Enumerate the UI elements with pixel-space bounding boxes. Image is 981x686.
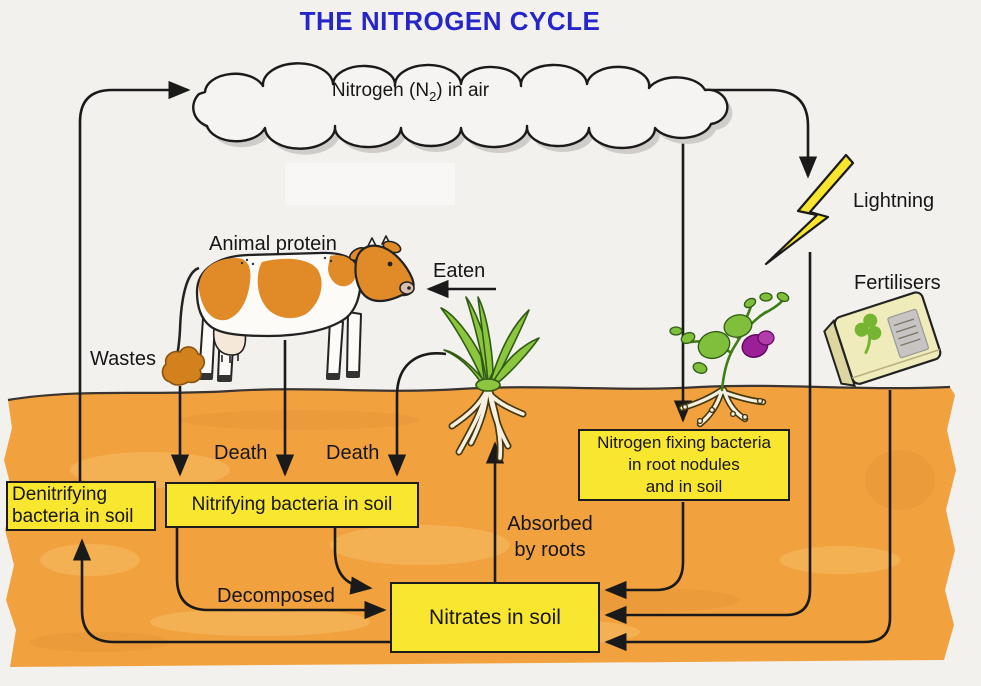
cow-head bbox=[349, 235, 415, 303]
eaten-label: Eaten bbox=[433, 260, 486, 282]
arrow-death-plant-to-nitrifying bbox=[387, 352, 447, 477]
legume-flower bbox=[741, 330, 775, 358]
fertilisers-label: Fertilisers bbox=[854, 272, 941, 294]
cloud-shape bbox=[192, 62, 733, 155]
arrow-nitrifying-to-nitrates bbox=[333, 528, 373, 595]
waste-blob bbox=[161, 346, 206, 386]
grass-plant-illustration bbox=[440, 296, 540, 462]
arrow-denitrifying-to-air bbox=[78, 80, 191, 481]
animal-protein-label: Animal protein bbox=[209, 233, 337, 255]
arrow-air-to-lightning bbox=[702, 88, 818, 179]
cow-illustration bbox=[167, 235, 415, 382]
absorbed-by-roots-label: Absorbed by roots bbox=[507, 513, 593, 561]
death-plant-label: Death bbox=[326, 442, 380, 464]
lightning-bolt-icon bbox=[764, 153, 855, 266]
soil-surface-line bbox=[7, 384, 951, 402]
legume-plant-illustration bbox=[669, 291, 790, 428]
fertiliser-bag-icon bbox=[823, 291, 942, 387]
denitrifying-bacteria-box: Denitrifying bacteria in soil bbox=[6, 481, 156, 531]
background-patch bbox=[285, 163, 455, 205]
nitrogen-fixing-bacteria-box: Nitrogen fixing bacteria in root nodules… bbox=[578, 429, 790, 501]
arrow-decomposed-to-nitrates bbox=[175, 528, 387, 620]
arrow-fertilisers-to-nitrates bbox=[604, 390, 892, 652]
n2-subscript: 2 bbox=[429, 88, 437, 104]
nitrates-in-soil-box: Nitrates in soil bbox=[390, 582, 600, 653]
nitrifying-bacteria-box: Nitrifying bacteria in soil bbox=[165, 482, 419, 528]
cloud-label: Nitrogen (N2) in air bbox=[331, 80, 490, 104]
bag-label bbox=[887, 308, 929, 359]
wastes-label: Wastes bbox=[90, 348, 156, 370]
arrow-nitrates-to-denitrifying bbox=[72, 538, 390, 644]
death-cow-label: Death bbox=[214, 442, 268, 464]
arrow-lightning-to-nitrates bbox=[604, 252, 812, 625]
arrow-fixing-to-nitrates bbox=[604, 502, 685, 600]
lightning-label: Lightning bbox=[853, 190, 935, 212]
diagram-title: THE NITROGEN CYCLE bbox=[299, 6, 601, 36]
shamrock-icon bbox=[854, 313, 882, 355]
decomposed-label: Decomposed bbox=[217, 585, 335, 607]
flow-arrows bbox=[72, 80, 892, 652]
